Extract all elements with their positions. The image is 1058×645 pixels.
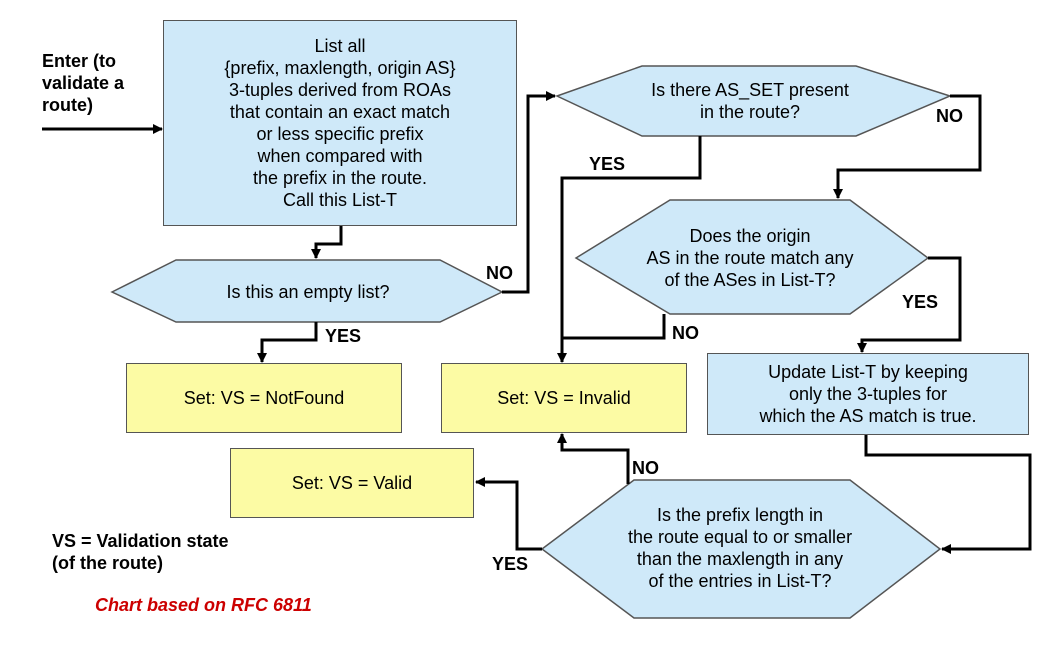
list-t-line: Call this List-T	[282, 190, 398, 210]
prefix-length-yes-label: YES	[492, 554, 529, 574]
connector-asset-no	[833, 94, 982, 199]
as-set-question: Is there AS_SET present in the route?	[620, 79, 880, 123]
entry-label: Enter (to validate a route)	[42, 50, 124, 116]
entry-label-line: route)	[42, 95, 93, 115]
state-invalid-box: Set: VS = Invalid	[441, 363, 687, 433]
update-list-t-line: only the 3-tuples for	[788, 384, 948, 404]
empty-list-question: Is this an empty list?	[226, 282, 390, 302]
prefix-length-question-line: than the maxlength in any	[636, 549, 844, 569]
list-t-line: when compared with	[257, 146, 423, 166]
origin-match-question: Does the origin AS in the route match an…	[600, 225, 900, 291]
chart-credit: Chart based on RFC 6811	[95, 595, 312, 615]
list-t-line: {prefix, maxlength, origin AS}	[224, 58, 456, 78]
list-t-line: List all	[314, 36, 366, 56]
update-list-t-line: which the AS match is true.	[759, 406, 977, 426]
origin-match-question-line: AS in the route match any	[646, 248, 854, 268]
connector-prefix-yes	[475, 477, 542, 551]
origin-match-question-line: Does the origin	[689, 226, 811, 246]
list-t-line: 3-tuples derived from ROAs	[228, 80, 452, 100]
list-t-line: the prefix in the route.	[252, 168, 428, 188]
as-set-question-line: Is there AS_SET present	[651, 80, 849, 100]
vs-legend-line: VS = Validation state	[52, 531, 229, 551]
entry-label-line: validate a	[42, 73, 125, 93]
connector-list-to-empty	[311, 226, 343, 259]
origin-match-question-line: of the ASes in List-T?	[664, 270, 836, 290]
connector-update-to-prefix	[864, 435, 1032, 554]
list-t-line: or less specific prefix	[256, 124, 424, 144]
entry-label-line: Enter (to	[42, 51, 116, 71]
state-valid-box: Set: VS = Valid	[230, 448, 474, 518]
as-set-no-label: NO	[936, 106, 963, 126]
vs-legend-line: (of the route)	[52, 553, 163, 573]
update-list-t-line: Update List-T by keeping	[768, 362, 968, 382]
prefix-length-no-label: NO	[632, 458, 659, 478]
connector-origin-yes	[857, 256, 962, 353]
connector-empty-yes	[257, 322, 318, 363]
as-set-yes-label: YES	[589, 154, 626, 174]
connector-origin-no	[562, 314, 666, 340]
list-t-box: List all {prefix, maxlength, origin AS} …	[163, 20, 517, 226]
vs-legend: VS = Validation state (of the route)	[52, 530, 229, 574]
connector-prefix-no	[557, 433, 630, 484]
connector-asset-yes	[557, 136, 702, 363]
prefix-length-question-line: Is the prefix length in	[656, 505, 824, 525]
origin-match-yes-label: YES	[902, 292, 939, 312]
prefix-length-question-line: the route equal to or smaller	[627, 527, 853, 547]
state-notfound-box: Set: VS = NotFound	[126, 363, 402, 433]
connector-empty-no	[502, 91, 556, 294]
prefix-length-question: Is the prefix length in the route equal …	[580, 504, 900, 592]
as-set-question-line: in the route?	[699, 102, 801, 122]
list-t-line: that contain an exact match	[229, 102, 451, 122]
empty-list-yes-label: YES	[325, 326, 362, 346]
prefix-length-question-line: of the entries in List-T?	[648, 571, 832, 591]
origin-match-no-label: NO	[672, 323, 699, 343]
prefix-length-decision-shape	[540, 479, 942, 619]
empty-list-no-label: NO	[486, 263, 513, 283]
update-list-t-box: Update List-T by keeping only the 3-tupl…	[707, 353, 1029, 435]
